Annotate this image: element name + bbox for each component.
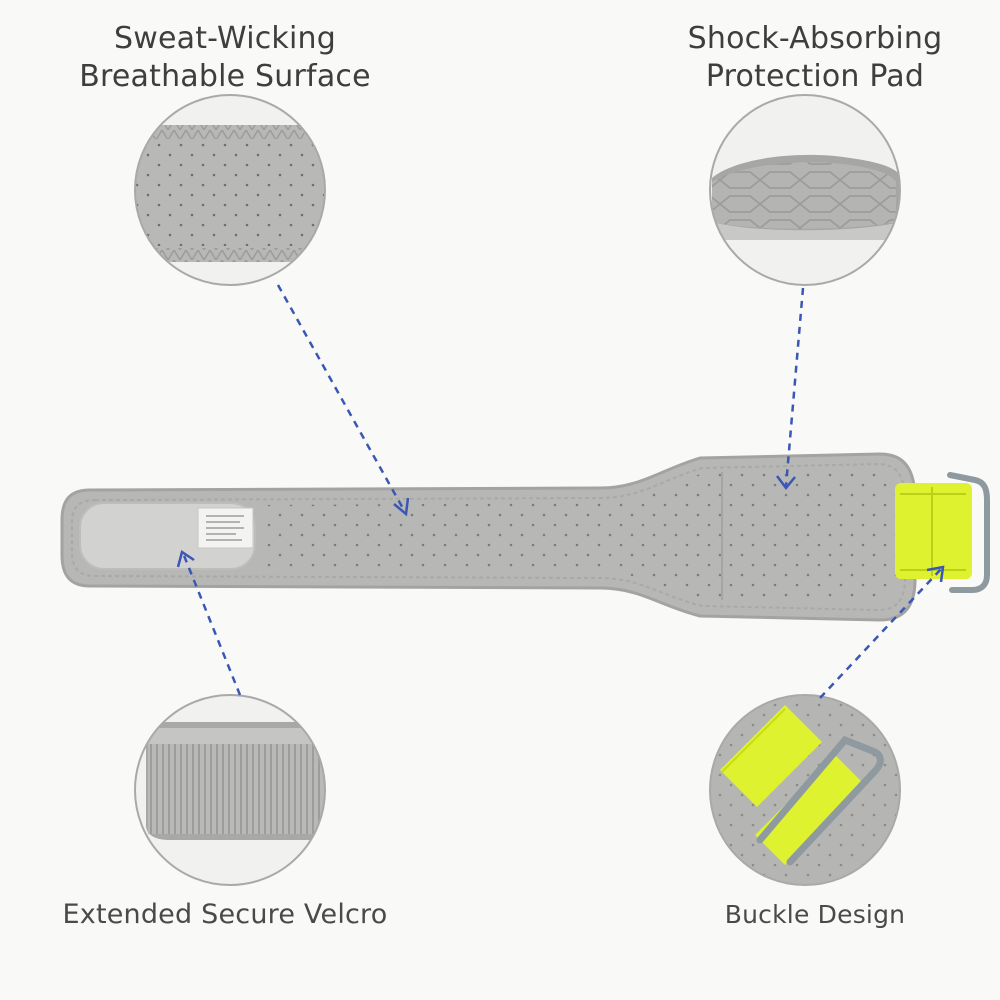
velcro-tab bbox=[895, 483, 972, 579]
caption-line: Sweat-Wicking bbox=[114, 21, 336, 56]
detail-circle-velcro bbox=[134, 694, 326, 886]
care-label-text bbox=[206, 515, 244, 541]
arrow-buckle bbox=[819, 565, 945, 699]
strap bbox=[60, 452, 990, 622]
arrow-protection-pad bbox=[776, 287, 805, 491]
caption-line: Shock-Absorbing bbox=[687, 21, 943, 56]
caption-sweat-wicking: Sweat-Wicking Breathable Surface bbox=[60, 20, 390, 96]
caption-line: Protection Pad bbox=[705, 59, 925, 94]
caption-line: Extended Secure Velcro bbox=[62, 899, 388, 930]
arrow-velcro bbox=[176, 549, 242, 696]
detail-circle-breathable bbox=[134, 94, 326, 286]
caption-line: Breathable Surface bbox=[79, 59, 371, 94]
detail-circle-protection-pad bbox=[709, 94, 901, 286]
caption-buckle-design: Buckle Design bbox=[700, 896, 930, 934]
buckle-ring bbox=[947, 472, 990, 593]
caption-extended-velcro: Extended Secure Velcro bbox=[40, 896, 410, 934]
strap-perforation bbox=[260, 470, 898, 603]
caption-line: Buckle Design bbox=[724, 900, 906, 929]
caption-shock-absorbing: Shock-Absorbing Protection Pad bbox=[660, 20, 970, 96]
detail-circle-buckle bbox=[709, 694, 901, 886]
arrow-breathable bbox=[276, 284, 410, 517]
